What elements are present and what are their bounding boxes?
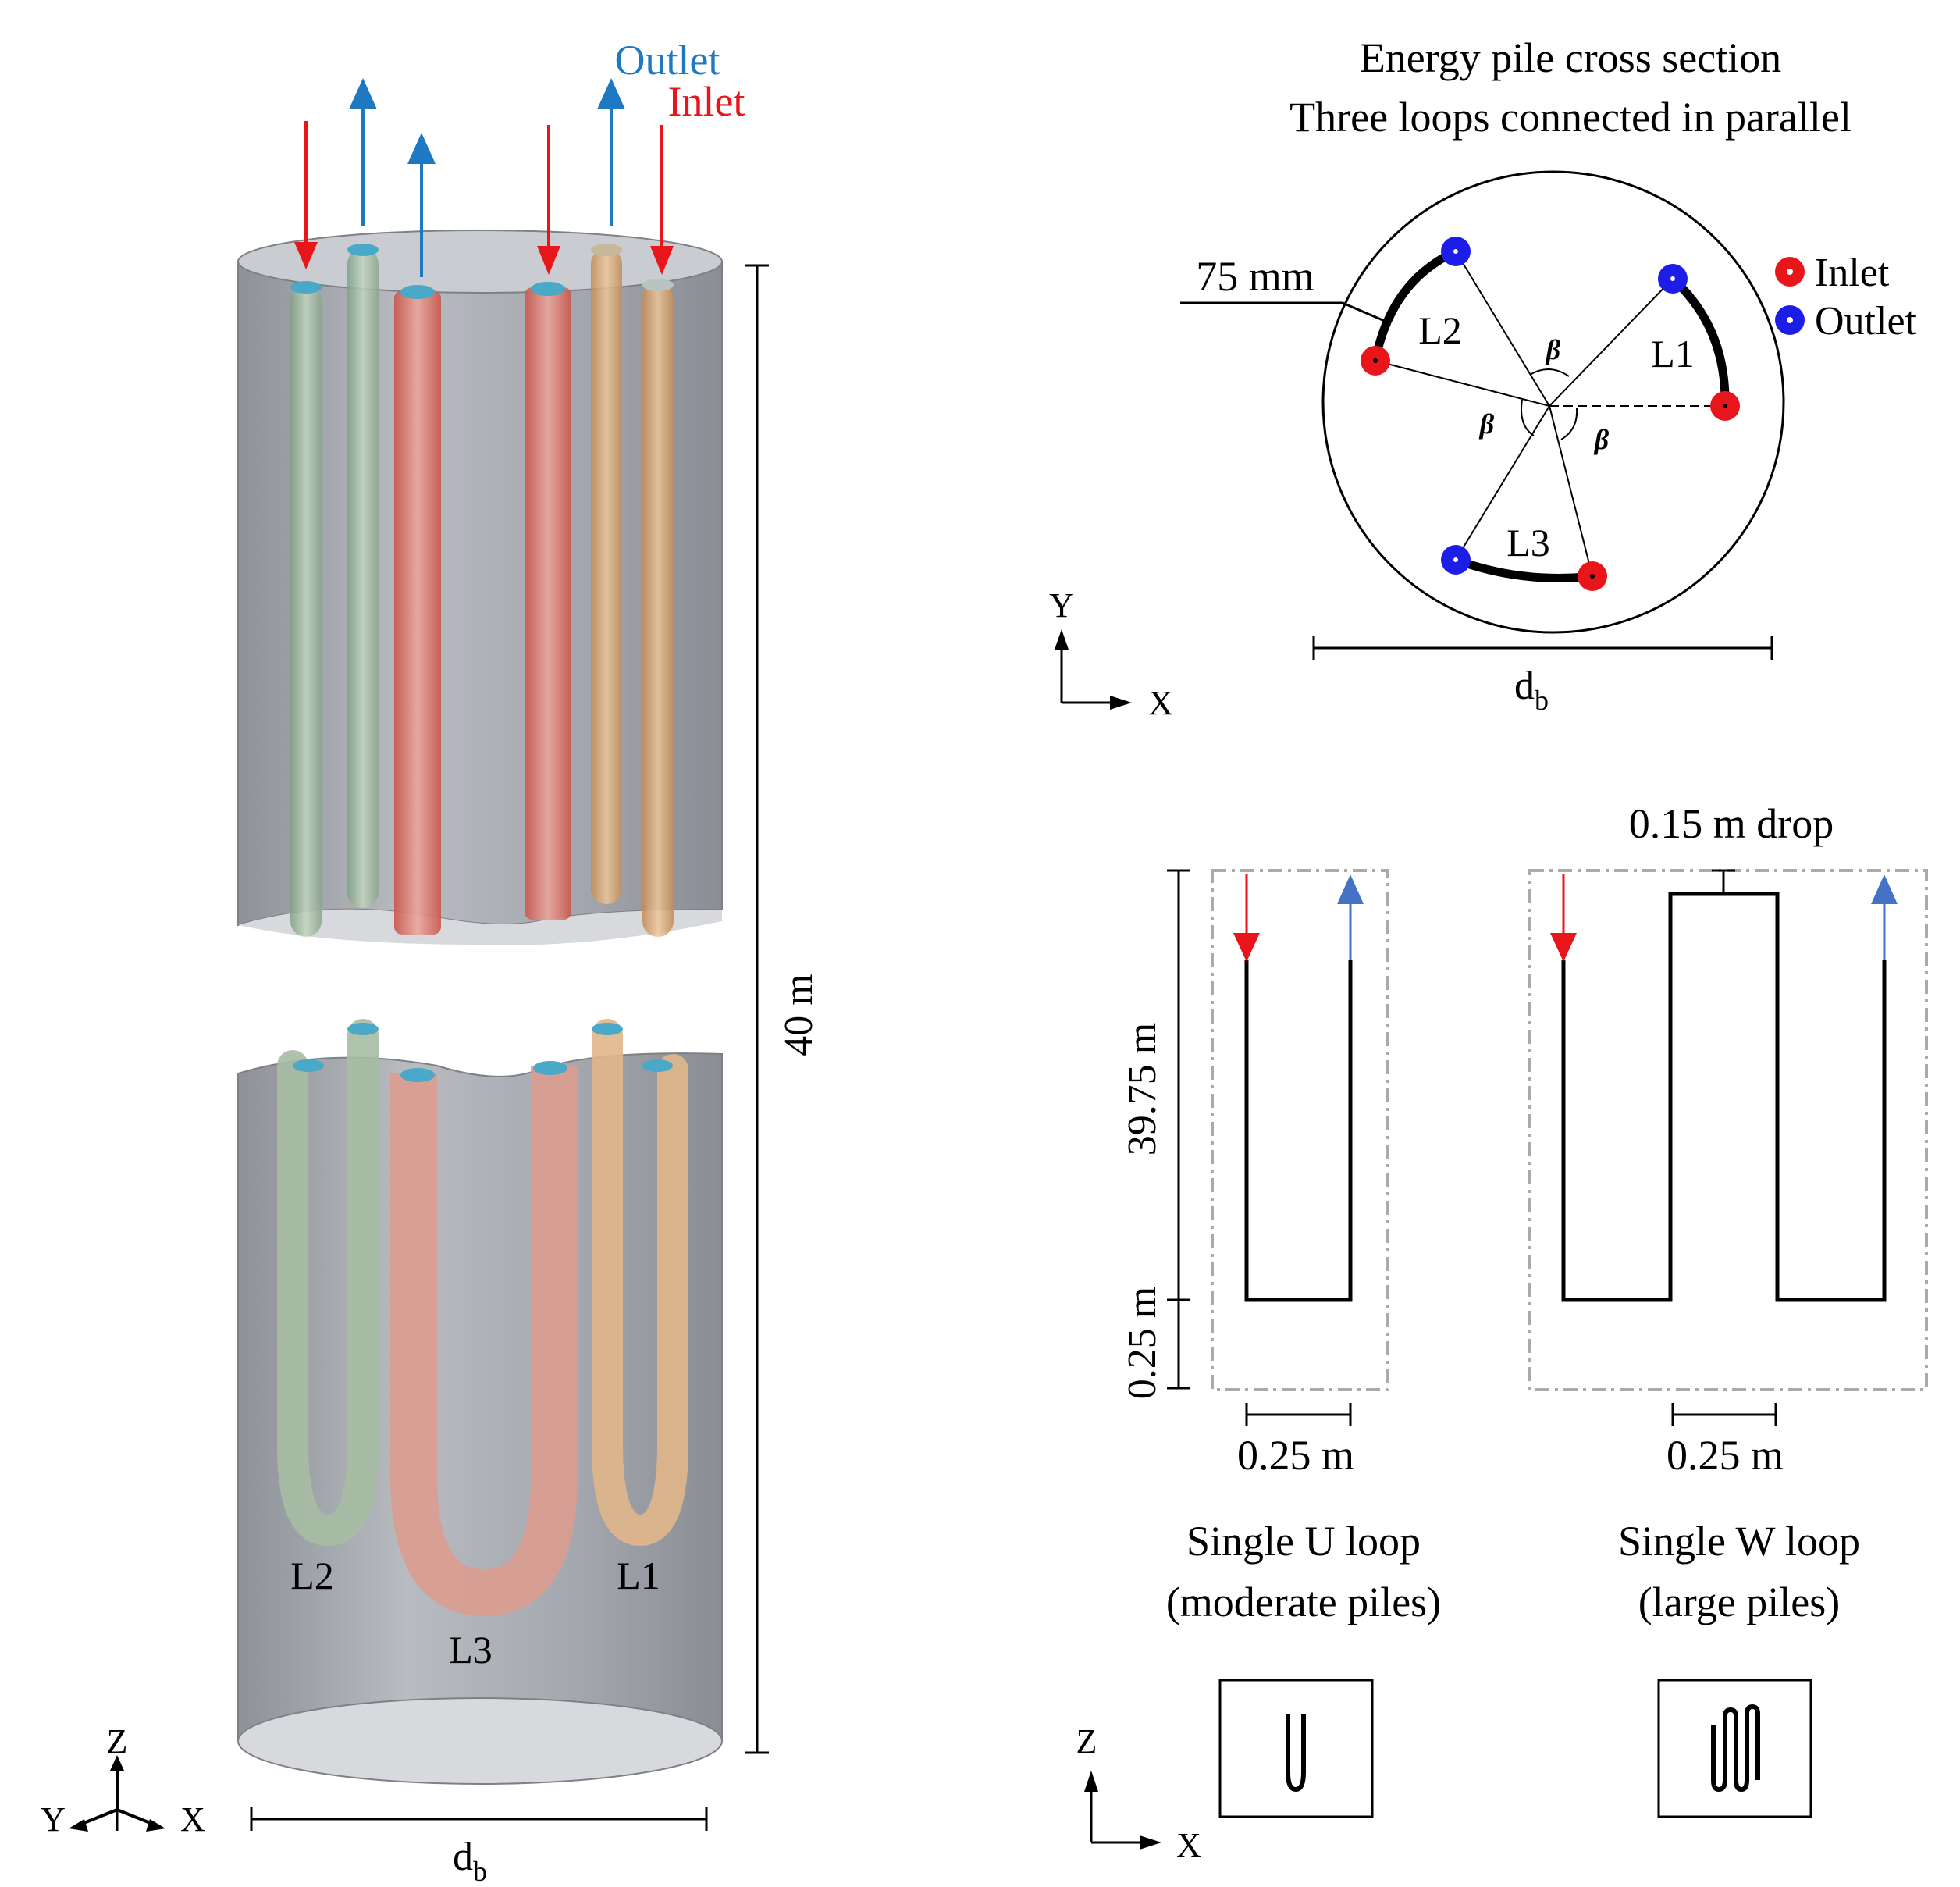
pipe-l1-outlet-upper [591, 248, 622, 904]
depth-label: 39.75 m [1120, 1023, 1165, 1155]
loop-l2-ubend [277, 1019, 379, 1547]
drop-label: 0.15 m drop [1629, 800, 1834, 847]
axis-y-label-xy: Y [1049, 586, 1074, 625]
axis-x-label-3d: X [180, 1800, 205, 1839]
lower-pipes [277, 1019, 688, 1617]
pipe-spacing-label: 75 mm [1196, 253, 1314, 300]
axis-x-label-xy: X [1148, 684, 1173, 722]
cross-loop-label-l2: L2 [1418, 308, 1462, 352]
pile-length-label: 40 m [777, 974, 821, 1056]
u-loop-schematic: 0.25 m Single U loop (moderate piles) [1166, 869, 1441, 1625]
loop-label-l2: L2 [290, 1554, 334, 1597]
pipe-l2-inlet-upper [290, 285, 322, 937]
pile-cross-section-circle [1321, 170, 1785, 634]
u-caption-line1: Single U loop [1186, 1518, 1421, 1565]
pipe-l3-outlet-upper [394, 290, 441, 935]
pile-diameter-dimension: db [250, 1807, 708, 1887]
pipe-l2-outlet-upper [347, 248, 379, 908]
axes-3d: Z Y X [41, 1722, 205, 1839]
w-loop-boundary [1528, 869, 1928, 1391]
bottom-label: 0.25 m [1120, 1287, 1165, 1399]
cross-section-view: Energy pile cross section Three loops co… [1049, 34, 1916, 722]
u-spacing-label: 0.25 m [1237, 1432, 1354, 1479]
cross-diameter-dimension: db [1312, 636, 1773, 716]
loop-label-l1: L1 [617, 1554, 660, 1597]
w-outlet-arrow [1871, 874, 1898, 904]
upper-pipes [290, 244, 674, 937]
u-outlet-arrow [1337, 874, 1364, 904]
w-loop-icon [1657, 1679, 1812, 1818]
axis-x-label-xz: X [1176, 1826, 1201, 1864]
cross-section-legend: Inlet Outlet [1775, 251, 1917, 344]
axes-xz: Z X [1076, 1722, 1201, 1864]
w-caption-line2: (large piles) [1638, 1579, 1840, 1625]
loop-l3-ubend [390, 1066, 578, 1617]
loop-label-l3: L3 [449, 1628, 493, 1672]
outlet-label: Outlet [615, 37, 720, 84]
angle-beta-right: β [1593, 424, 1610, 455]
cross-diameter-label-d: d [1514, 664, 1535, 708]
inlet-label: Inlet [668, 78, 745, 125]
pipe-l3-inlet-upper [525, 287, 571, 920]
u-inlet-arrow [1233, 933, 1260, 962]
u-loop-boundary [1211, 869, 1389, 1391]
diameter-label-d: d [453, 1835, 473, 1879]
axis-z-label-xz: Z [1076, 1722, 1097, 1761]
legend-outlet-label: Outlet [1815, 299, 1917, 344]
u-loop-icon [1218, 1679, 1374, 1818]
angle-beta-top: β [1545, 334, 1561, 365]
cross-loop-label-l3: L3 [1506, 521, 1550, 564]
loop-schematics: 0.15 m drop 39.75 m 0.25 m 0.25 m Single… [1076, 800, 1928, 1864]
pile-lower-section [237, 1052, 723, 1785]
angle-arcs [1521, 368, 1578, 440]
w-loop-path [1561, 892, 1887, 1302]
angle-beta-left: β [1478, 408, 1495, 440]
flow-arrows-3d [294, 78, 674, 277]
axes-xy: Y X [1049, 586, 1173, 722]
axis-y-label-3d: Y [41, 1800, 66, 1839]
pile-3d-view: Outlet Inlet L2 L3 L1 40 m db Z [41, 37, 821, 1887]
w-loop-schematic: 0.25 m Single W loop (large piles) [1528, 869, 1928, 1625]
cross-section-title-line1: Energy pile cross section [1360, 34, 1781, 81]
pipe-markers [1361, 237, 1740, 591]
svg-text:db: db [1514, 664, 1549, 716]
cross-loop-label-l1: L1 [1651, 332, 1695, 376]
radial-lines [1375, 251, 1725, 577]
loop-l1-ubend [592, 1019, 688, 1547]
w-inlet-arrow [1550, 933, 1577, 962]
legend-inlet-label: Inlet [1815, 251, 1890, 295]
u-caption-line2: (moderate piles) [1166, 1579, 1441, 1625]
w-caption-line1: Single W loop [1618, 1518, 1860, 1565]
loop-arcs [1371, 247, 1730, 582]
pipe-spacing-leader: 75 mm [1180, 253, 1387, 323]
diameter-label-b: b [473, 1856, 487, 1887]
w-spacing-label: 0.25 m [1667, 1432, 1784, 1479]
pile-length-dimension: 40 m [745, 264, 821, 1754]
cross-diameter-label-b: b [1535, 685, 1549, 716]
u-loop-path [1244, 960, 1353, 1302]
depth-dimension: 39.75 m 0.25 m [1120, 869, 1190, 1399]
pipe-l1-inlet-upper [642, 283, 674, 937]
cross-section-title-line2: Three loops connected in parallel [1289, 94, 1852, 141]
svg-text:db: db [453, 1835, 487, 1887]
axis-z-label-3d: Z [107, 1722, 128, 1761]
